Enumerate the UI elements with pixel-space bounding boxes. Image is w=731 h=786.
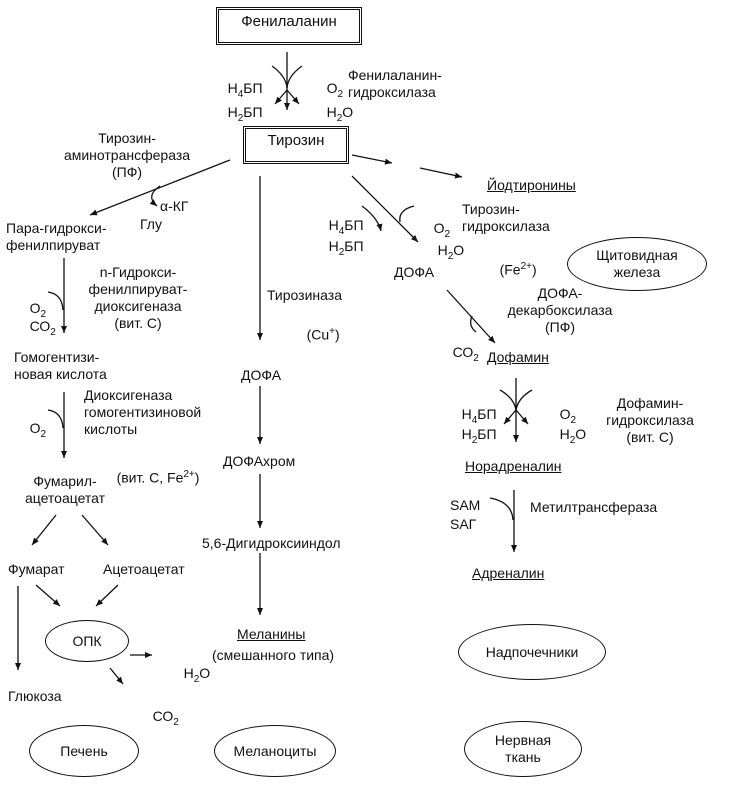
node-melanins-type: (смешанного типа) — [212, 647, 335, 663]
cofactor-h2bp-top: Н2БП — [227, 104, 263, 124]
cofactor-sam: SAM — [450, 497, 481, 513]
cofactor-o2-top: О2 — [326, 80, 344, 100]
cofactor-glu: Глу — [140, 216, 162, 232]
node-dihydroxyindole: 5,6-Дигидроксииндол — [202, 535, 341, 551]
arrow-fumarate-tca — [35, 584, 61, 607]
tissue-thyroid: Щитовидная железа — [567, 237, 707, 291]
cofactor-akg: α-КГ — [160, 198, 189, 214]
enzyme-tyrosinase-cofactor: (Cu+) — [306, 326, 340, 343]
node-dopa-right: ДОФА — [394, 264, 435, 280]
cofactor-h2o-right: Н2О — [437, 242, 465, 262]
cofactor-h4bp-dopamine: Н4БП — [461, 406, 497, 426]
node-phenylalanine: Фенилаланин — [216, 7, 362, 45]
enzyme-tyrosinase: Тирозиназа — [267, 287, 342, 303]
enzyme-dopa-decarboxylase: ДОФА- декарбоксилаза (ПФ) — [507, 285, 613, 335]
curve-o2-right — [399, 205, 415, 223]
cofactor-h2o-top: Н2О — [326, 104, 354, 124]
cofactor-o2-dopamine: О2 — [559, 406, 577, 426]
enzyme-hga-dioxygenase: Диоксигеназа гомогентизиновой кислоты — [84, 387, 202, 437]
enzyme-tyr-aminotransferase: Тирозин- аминотрансфераза (ПФ) — [63, 130, 191, 180]
enzyme-tyr-hydroxylase-cofactor: (Fe2+) — [499, 261, 537, 278]
node-dopachrome: ДОФАхром — [223, 453, 296, 469]
curve-bp-right — [361, 205, 383, 232]
cofactor-co2-hppa: СО2 — [29, 318, 56, 338]
enzyme-dopamine-hydroxylase: Дофамин- гидроксилаза (вит. С) — [606, 395, 694, 445]
product-co2: СО2 — [152, 708, 179, 728]
enzyme-hppa-dioxygenase: n-Гидрокси- фенилпируват- диоксигеназа (… — [88, 264, 188, 331]
arrow-tyr-iodo-1 — [351, 154, 393, 165]
product-h2o: Н2О — [183, 665, 211, 685]
arrow-tyr-iodo-2 — [419, 167, 463, 179]
cofactor-h4bp-right: Н4БП — [328, 217, 364, 237]
node-noradrenaline: Норадреналин — [465, 458, 562, 474]
cofactor-co2-right: СО2 — [452, 344, 479, 364]
node-fumarate: Фумарат — [8, 561, 65, 577]
node-para-hppa: Пара-гидрокси- фенилпируват — [6, 220, 107, 253]
cofactor-h2o-dopamine: Н2О — [559, 426, 587, 446]
node-dopamine: Дофамин — [487, 349, 549, 365]
cofactor-sag: SAГ — [450, 516, 477, 532]
tissue-adrenal: Надпочечники — [458, 624, 606, 680]
curve-o2-in — [286, 65, 303, 89]
node-tca: ОПК — [45, 620, 129, 662]
enzyme-hga-cofactors: (вит. С, Fe2+) — [116, 469, 200, 486]
arrow-tyr-dopa-right — [351, 175, 419, 243]
node-homogentisic-acid: Гомогентизи- новая кислота — [14, 349, 107, 382]
enzyme-phe-hydroxylase: Фенилаланин- гидроксилаза — [348, 67, 442, 100]
cofactor-h2bp-right: Н2БП — [328, 238, 364, 258]
arrow-faa-acetoacetate — [81, 514, 109, 546]
enzyme-tyr-hydroxylase: Тирозин- гидроксилаза — [462, 201, 550, 234]
arrow-tca-co2 — [109, 667, 124, 685]
node-dopa-mid: ДОФА — [241, 367, 282, 383]
node-acetoacetate: Ацетоацетат — [103, 561, 185, 577]
node-fumarylacetoacetate: Фумарил- ацетоацетат — [24, 473, 106, 506]
cofactor-o2-right: О2 — [433, 220, 451, 240]
cofactor-h2bp-dopamine: Н2БП — [461, 426, 497, 446]
curve-bp-in — [271, 65, 288, 89]
node-melanins: Меланины — [237, 626, 306, 642]
tissue-melanocytes: Меланоциты — [214, 725, 336, 777]
cofactor-o2-hppa: О2 — [29, 300, 47, 320]
tissue-nervous: Нервная ткань — [464, 721, 582, 777]
arrow-acetoacetate-tca — [95, 584, 119, 607]
enzyme-methyltransferase: Метилтрансфераза — [530, 499, 658, 515]
node-glucose: Глюкоза — [8, 688, 62, 704]
curve-akg — [149, 185, 161, 207]
cofactor-o2-hga: О2 — [29, 420, 47, 440]
node-adrenaline: Адреналин — [472, 565, 545, 581]
node-iodothyronines: Йодтиронины — [487, 177, 576, 193]
tissue-liver: Печень — [29, 725, 139, 777]
node-tyrosine: Тирозин — [243, 126, 349, 164]
arrow-tyr-hppa — [89, 159, 231, 216]
arrow-faa-fumarate — [31, 514, 57, 546]
cofactor-h4bp-top: Н4БП — [227, 80, 263, 100]
arrow-dopa-dopamine — [446, 289, 496, 344]
